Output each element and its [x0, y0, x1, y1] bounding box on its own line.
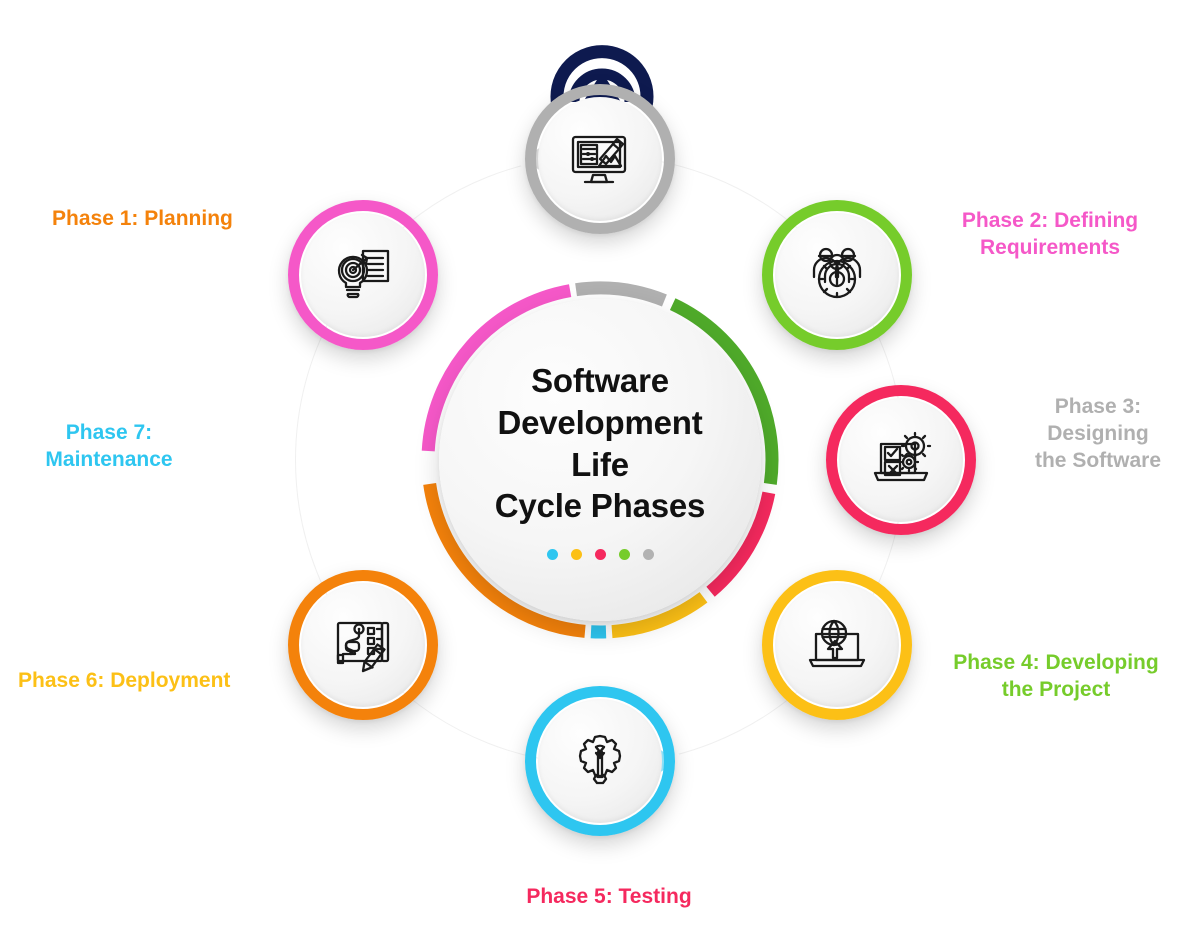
- phase-label-phase-5: Phase 5: Testing: [498, 884, 720, 911]
- phase-node-phase-5[interactable]: [826, 385, 976, 535]
- segment-requirements: [421, 284, 572, 452]
- segment-deployment: [611, 592, 708, 639]
- center-title-line-2: Development Life: [497, 403, 703, 483]
- phase-label-line-2: Maintenance: [45, 447, 173, 471]
- phase-label-phase-6: Phase 6: Deployment: [18, 668, 270, 695]
- center-title-line-1: Software: [531, 362, 669, 400]
- phase-label-line-1: Phase 7:: [65, 421, 153, 444]
- phase-label-line-2: the Project: [1001, 677, 1111, 701]
- phase-ring-phase-6: [762, 570, 913, 721]
- phase-node-phase-7[interactable]: [525, 686, 682, 836]
- phase-label-line-2: Requirements: [979, 235, 1121, 259]
- center-dots: [546, 548, 654, 560]
- segment-developing: [669, 298, 779, 485]
- segment-designing: [575, 281, 667, 307]
- phase-node-phase-6[interactable]: [762, 570, 913, 721]
- laptop-globe-upload-icon: [809, 620, 866, 668]
- phase-icon-well-phase-2: [300, 212, 425, 337]
- phase-icon-well-phase-6: [775, 583, 900, 708]
- gear-wrench-icon: [578, 734, 622, 785]
- center-dot-5: [642, 548, 654, 560]
- phase-node-phase-3[interactable]: [518, 84, 675, 234]
- team-gear-icon: [813, 247, 862, 298]
- hub-segmented-ring: [421, 281, 779, 639]
- phase-ring-phase-7: [525, 686, 675, 836]
- monitor-design-icon: [571, 135, 627, 184]
- target-lightbulb-document-icon: [337, 249, 389, 298]
- phase-label-phase-4: Phase 4: Developing the Project: [928, 650, 1184, 704]
- laptop-checklist-gears-icon: [873, 431, 932, 482]
- phase-ring-phase-4: [762, 199, 913, 350]
- phase-label-line-1: Phase 3:: [1054, 395, 1142, 418]
- phase-ring-phase-5: [826, 385, 976, 535]
- phase-label-line-1: Phase 5: Testing: [526, 885, 692, 908]
- center-dot-1: [546, 548, 558, 560]
- phase-icon-well-phase-1: [300, 583, 425, 708]
- phase-ring-phase-2: [287, 199, 438, 350]
- phase-label-line-1: Phase 6: Deployment: [18, 669, 231, 692]
- phase-label-line-2: Designing: [1047, 421, 1149, 445]
- phase-node-phase-4[interactable]: [762, 199, 913, 350]
- phase-label-phase-3: Phase 3: Designing the Software: [1008, 394, 1188, 475]
- phase-icon-well-phase-3: [538, 97, 662, 221]
- segment-planning: [423, 483, 586, 638]
- center-dot-2: [570, 548, 582, 560]
- phase-label-line-1: Phase 4: Developing: [953, 651, 1159, 674]
- phase-icon-well-phase-7: [538, 699, 662, 823]
- phase-icon-well-phase-4: [775, 212, 900, 337]
- blueprint-pencil-icon: [336, 622, 389, 673]
- phase-label-line-1: Phase 2: Defining: [961, 209, 1139, 232]
- phase-label-phase-7: Phase 7: Maintenance: [20, 420, 198, 474]
- center-dot-4: [618, 548, 630, 560]
- phase-node-phase-2[interactable]: [287, 199, 438, 350]
- phase-label-line-1: Phase 1: Planning: [52, 207, 233, 230]
- phase-label-line-3: the Software: [1034, 448, 1162, 472]
- center-dot-3: [594, 548, 606, 560]
- segment-testing: [706, 491, 776, 597]
- phase-ring-phase-1: [287, 570, 438, 721]
- phase-label-phase-1: Phase 1: Planning: [52, 206, 282, 233]
- phase-node-phase-1[interactable]: [287, 570, 438, 721]
- phase-ring-phase-3: [525, 84, 675, 234]
- center-title-line-3: Cycle Phases: [494, 487, 706, 525]
- phase-icon-well-phase-5: [839, 398, 963, 522]
